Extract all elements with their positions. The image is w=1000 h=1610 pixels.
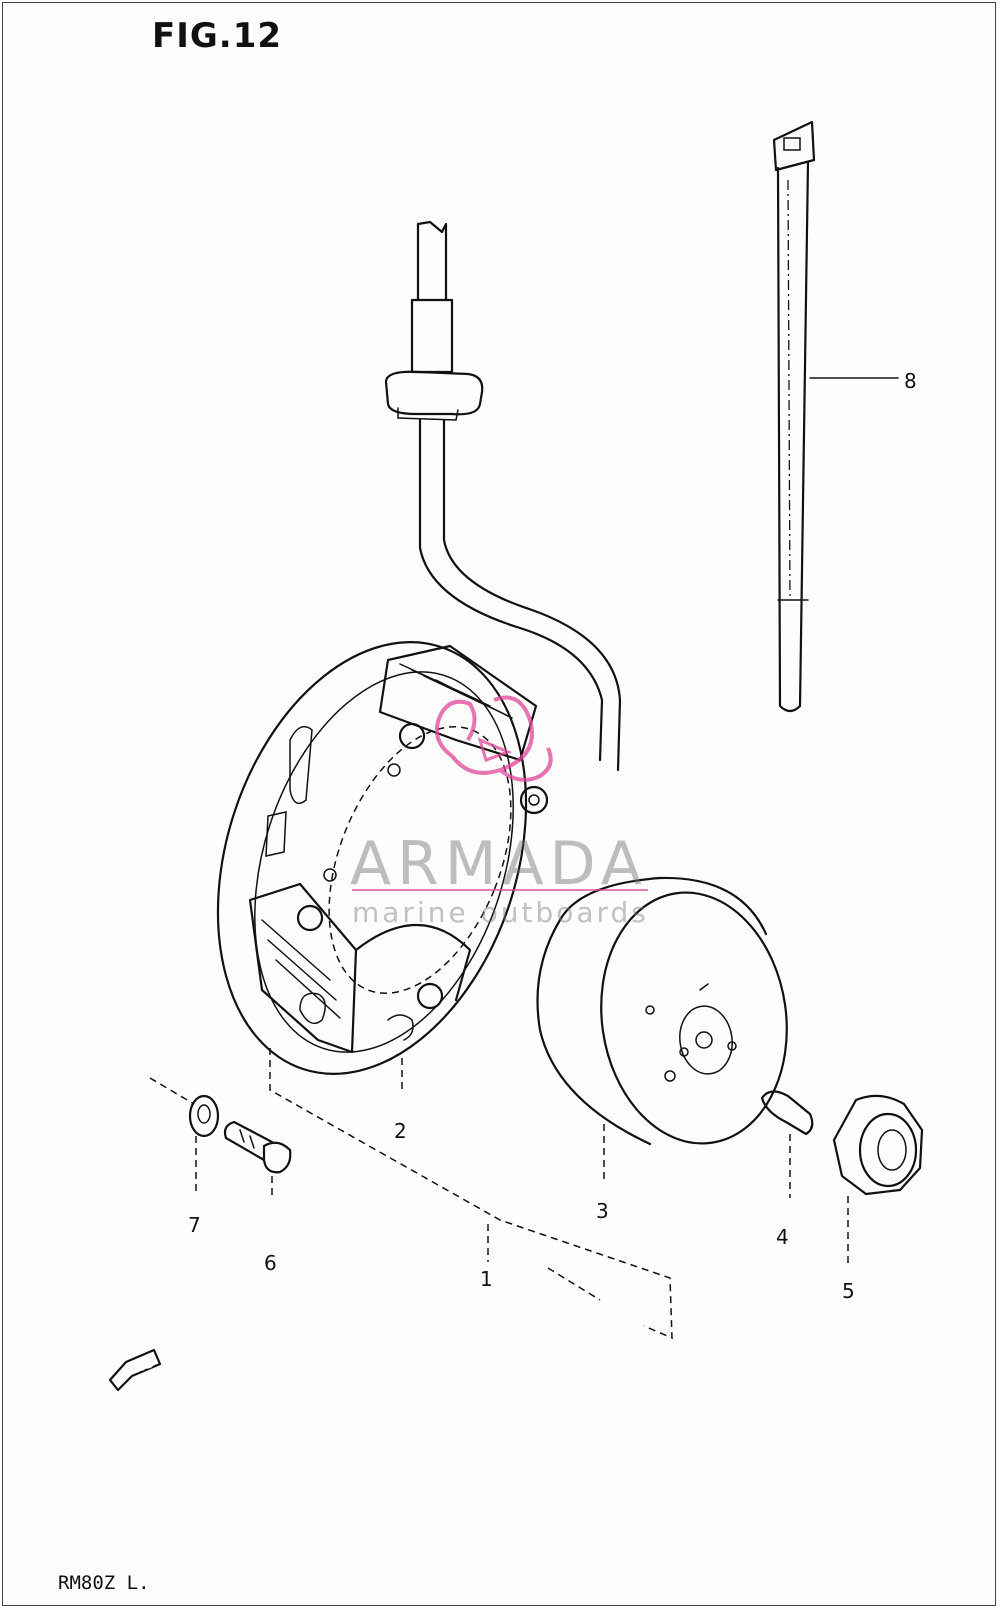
watermark-brand: ARMADA: [350, 829, 648, 899]
callout-5: 5: [842, 1279, 855, 1303]
watermark-logo-icon: [435, 695, 553, 782]
flange-nut-part[interactable]: [832, 1094, 924, 1196]
callout-2: 2: [394, 1119, 407, 1143]
screw-part[interactable]: [223, 1120, 292, 1174]
callout-3: 3: [596, 1199, 609, 1223]
lead-wire-part[interactable]: [384, 220, 622, 772]
callout-7: 7: [188, 1213, 201, 1237]
watermark-tagline: marine outboards: [352, 896, 649, 929]
callout-6: 6: [264, 1251, 277, 1275]
drawing-code: RM80Z L.: [58, 1572, 150, 1594]
callout-4: 4: [776, 1225, 789, 1249]
figure-title: FIG.12: [152, 16, 283, 56]
forward-direction-arrow: FWD: [108, 1348, 162, 1392]
callout-8: 8: [904, 369, 917, 393]
woodruff-key-part[interactable]: [760, 1090, 814, 1136]
watermark: ARMADA marine outboards: [350, 695, 649, 929]
flywheel-rotor-part[interactable]: [536, 876, 803, 1156]
leader-lines: [149, 1048, 849, 1340]
cable-tie-part[interactable]: [772, 120, 816, 713]
washer-part[interactable]: [188, 1094, 220, 1138]
callout-1: 1: [480, 1267, 493, 1291]
